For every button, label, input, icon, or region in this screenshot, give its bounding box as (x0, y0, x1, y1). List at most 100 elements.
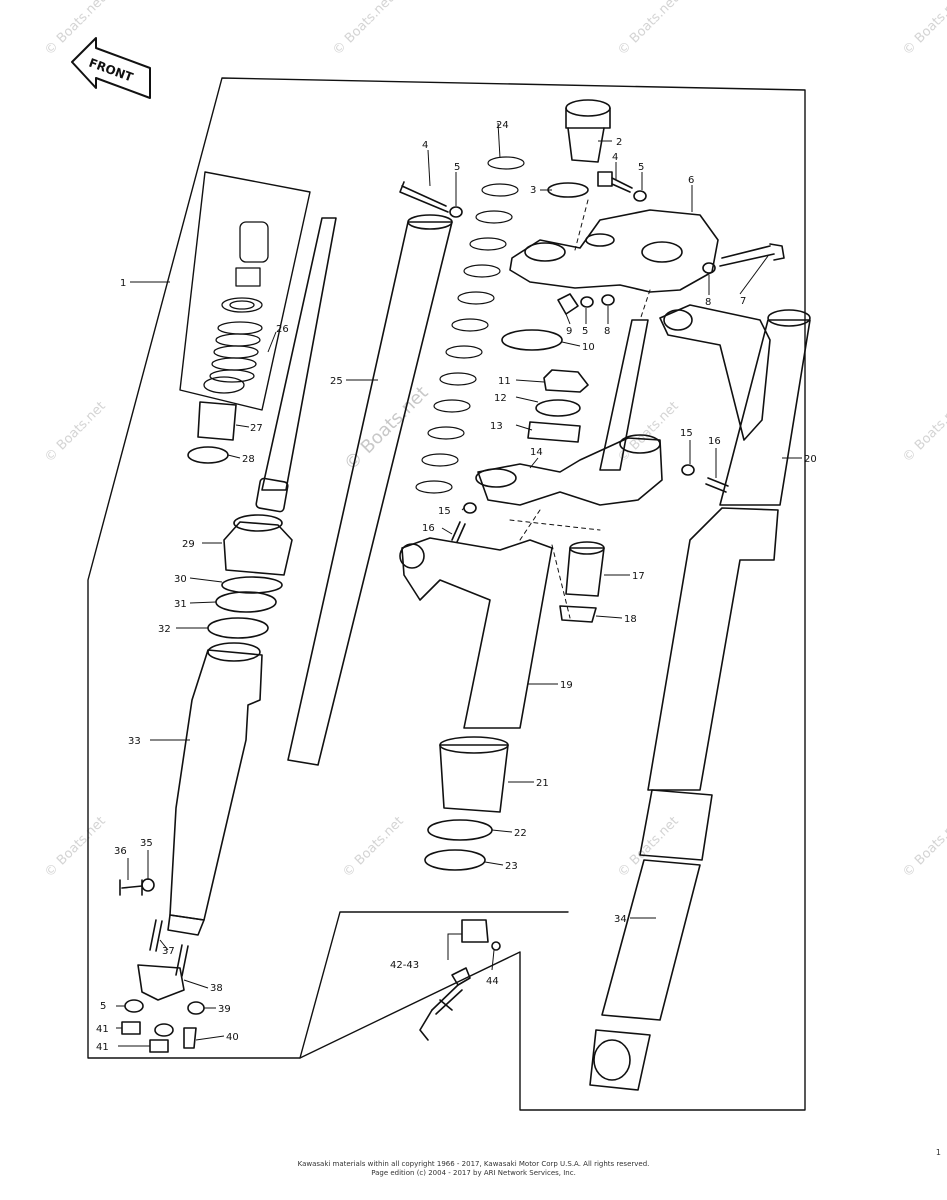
label-part-17: 17 (632, 571, 645, 582)
part-9 (557, 293, 579, 315)
label-part-16-right: 16 (708, 436, 721, 447)
bolt-4-right (597, 171, 633, 193)
part-13 (527, 421, 581, 443)
label-part-37: 37 (162, 946, 175, 957)
label-part-39: 39 (218, 1004, 231, 1015)
label-part-21: 21 (536, 778, 549, 789)
label-part-27: 27 (250, 423, 263, 434)
part-14 (477, 437, 663, 506)
washer-5-left (449, 206, 463, 218)
bolt-4-left (399, 181, 449, 213)
label-part-13: 13 (490, 421, 503, 432)
label-part-16-left: 16 (422, 523, 435, 534)
bolt-36 (119, 879, 143, 896)
label-part-31: 31 (174, 599, 187, 610)
label-part-40: 40 (226, 1032, 239, 1043)
footer-copyright: Kawasaki materials within all copyright … (297, 1160, 650, 1168)
part-12 (535, 399, 581, 417)
label-part-44: 44 (486, 976, 499, 987)
washer-5-right (633, 190, 647, 202)
part-19 (401, 537, 553, 729)
label-part-15-right: 15 (680, 428, 693, 439)
label-part-9: 9 (566, 326, 572, 337)
label-part-4-left: 4 (422, 140, 428, 151)
part-11 (543, 369, 589, 393)
label-part-30: 30 (174, 574, 187, 585)
part-28 (187, 446, 229, 464)
label-part-8-mid: 8 (604, 326, 610, 337)
label-part-32: 32 (158, 624, 171, 635)
label-part-4-right: 4 (612, 152, 618, 163)
washer-5-low (124, 999, 144, 1013)
keys-icon (419, 967, 471, 1041)
label-part-2: 2 (616, 137, 622, 148)
page-number: 1 (935, 1148, 941, 1157)
nut-41b (149, 1039, 169, 1053)
label-part-18: 18 (624, 614, 637, 625)
label-part-6: 6 (688, 175, 694, 186)
label-part-24: 24 (496, 120, 509, 131)
label-part-29: 29 (182, 539, 195, 550)
stud-37a (149, 919, 163, 952)
washer-8 (702, 262, 716, 274)
label-part-15-left: 15 (438, 506, 451, 517)
label-part-7: 7 (740, 296, 746, 307)
washer-8-mid (601, 294, 615, 306)
part-3 (547, 182, 589, 198)
label-part-35: 35 (140, 838, 153, 849)
key-box-border (299, 911, 569, 1059)
label-part-3: 3 (530, 185, 536, 196)
part-26-box (179, 171, 311, 411)
label-part-23: 23 (505, 861, 518, 872)
label-part-10: 10 (582, 342, 595, 353)
label-part-41-b: 41 (96, 1042, 109, 1053)
part-22 (427, 819, 493, 841)
bolt-7 (719, 243, 785, 267)
stem-tube (599, 319, 649, 471)
part-32 (207, 617, 269, 639)
label-part-41-a: 41 (96, 1024, 109, 1035)
part-17 (565, 547, 605, 597)
label-part-19: 19 (560, 680, 573, 691)
front-arrow-icon (71, 37, 151, 99)
part-2 (565, 99, 611, 163)
part-29 (223, 521, 293, 576)
label-part-5-right: 5 (638, 162, 644, 173)
bolt-16-left (451, 521, 466, 543)
label-part-26: 26 (276, 324, 289, 335)
part-31 (215, 591, 277, 613)
part-26-internals (203, 221, 269, 394)
part-20-bracket (659, 304, 771, 441)
washer-15-left (463, 502, 477, 514)
label-part-5-mid: 5 (582, 326, 588, 337)
label-part-34: 34 (614, 914, 627, 925)
label-part-5-left: 5 (454, 162, 460, 173)
nut-41a (121, 1021, 141, 1035)
part-damper-rod (261, 217, 337, 491)
washer-39 (187, 1001, 205, 1015)
label-part-12: 12 (494, 393, 507, 404)
part-27 (197, 401, 237, 441)
label-part-1: 1 (120, 278, 126, 289)
label-part-14: 14 (530, 447, 543, 458)
label-part-20: 20 (804, 454, 817, 465)
label-part-22: 22 (514, 828, 527, 839)
part-10 (501, 329, 563, 351)
left-assembly-border (87, 77, 806, 1111)
part-33 (169, 649, 263, 921)
part-25 (287, 221, 453, 766)
part-6 (509, 209, 719, 293)
part-43 (461, 919, 489, 943)
label-part-38: 38 (210, 983, 223, 994)
label-part-42-43: 42-43 (390, 960, 419, 971)
label-part-8: 8 (705, 297, 711, 308)
part-44 (491, 941, 501, 951)
label-part-25: 25 (330, 376, 343, 387)
part-23 (424, 849, 486, 871)
bolt-40 (183, 1027, 197, 1049)
part-34 (647, 507, 779, 791)
label-part-5-low: 5 (100, 1001, 106, 1012)
label-part-36: 36 (114, 846, 127, 857)
part-18 (559, 605, 597, 623)
